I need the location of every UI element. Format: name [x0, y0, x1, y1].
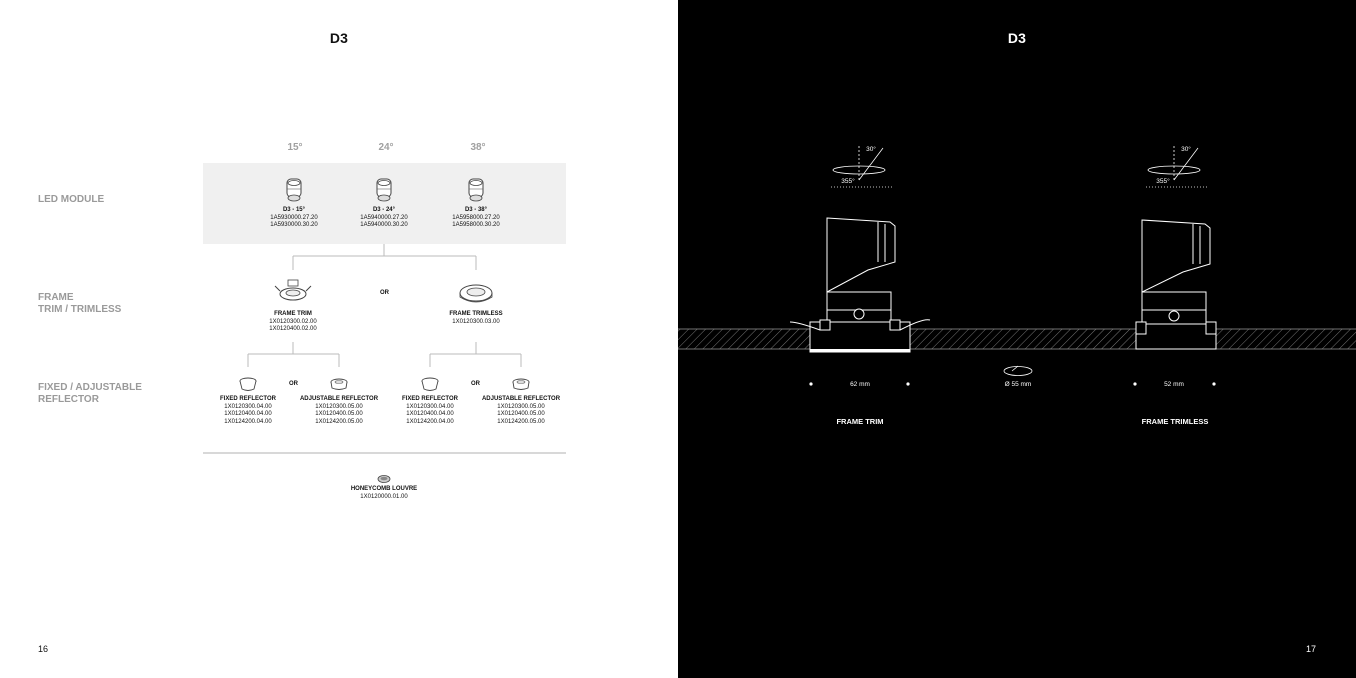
rotation-angle-label: 355° — [841, 178, 855, 185]
frame-trimless-caption: FRAME TRIMLESS — [1141, 417, 1209, 426]
reflector-name: ADJUSTABLE REFLECTOR — [481, 396, 561, 402]
led-module-code: 1A5930000.30.20 — [270, 222, 318, 228]
led-module-24: D3 - 24° 1A5940000.27.20 1A5940000.30.20 — [348, 177, 420, 230]
frame-trim-fixture — [789, 217, 931, 353]
frame-code: 1X0120300.02.00 — [269, 318, 317, 325]
led-module-code: 1A5958000.30.20 — [452, 222, 500, 228]
or-label: OR — [380, 290, 389, 296]
technical-drawing — [678, 144, 1356, 386]
cutout-icon — [1003, 365, 1033, 376]
reflector-fixed: FIXED REFLECTOR 1X0120300.04.00 1X012040… — [213, 376, 283, 426]
reflector-code: 1X0124200.05.00 — [497, 418, 545, 425]
trimless-width-label: 52 mm — [1164, 381, 1184, 388]
reflector-fixed-icon — [239, 377, 257, 391]
led-module-code: 1A5940000.30.20 — [360, 222, 408, 228]
page-title: D3 — [1007, 30, 1027, 46]
frame-trim-icon — [274, 279, 312, 301]
or-label: OR — [289, 381, 298, 387]
honeycomb-louvre-icon — [377, 475, 391, 483]
right-page: D3 — [678, 0, 1356, 678]
beam-angle-24: 24° — [378, 142, 394, 153]
louvre-code: 1X0120000.01.00 — [360, 493, 408, 500]
reflector-code: 1X0124200.05.00 — [315, 418, 363, 425]
led-module-name: D3 - 24° — [372, 207, 396, 213]
led-module-38: D3 - 38° 1A5958000.27.20 1A5958000.30.20 — [440, 177, 512, 230]
frame-name: FRAME TRIMLESS — [449, 311, 503, 317]
frame-trim: FRAME TRIM 1X0120300.02.00 1X0120400.02.… — [253, 277, 333, 334]
row-label-reflector: FIXED / ADJUSTABLE REFLECTOR — [38, 382, 142, 406]
reflector-code: 1X0120300.04.00 — [224, 403, 272, 410]
led-module-15: D3 - 15° 1A5930000.27.20 1A5930000.30.20 — [258, 177, 330, 230]
beam-angle-38: 38° — [470, 142, 486, 153]
row-label-reflector-line1: FIXED / ADJUSTABLE — [38, 382, 142, 393]
row-label-led-module: LED MODULE — [38, 194, 105, 205]
connector-lines — [247, 244, 522, 367]
reflector-adjustable-icon — [330, 378, 348, 390]
page-title: D3 — [329, 30, 349, 46]
frame-trimless: FRAME TRIMLESS 1X0120300.03.00 — [436, 277, 516, 326]
rotation-symbol — [1146, 144, 1208, 188]
led-module-name: D3 - 15° — [282, 207, 306, 213]
row-label-frame: FRAME TRIM / TRIMLESS — [38, 292, 121, 316]
reflector-name: FIXED REFLECTOR — [402, 396, 458, 402]
reflector-code: 1X0124200.04.00 — [406, 418, 454, 425]
frame-code: 1X0120400.02.00 — [269, 326, 317, 332]
section-divider — [203, 452, 566, 454]
led-module-icon — [468, 178, 484, 202]
led-module-icon — [376, 178, 392, 202]
cutout-diameter-label: Ø 55 mm — [1004, 381, 1032, 388]
reflector-adjustable: ADJUSTABLE REFLECTOR 1X0120300.05.00 1X0… — [478, 376, 564, 426]
led-module-name: D3 - 38° — [464, 207, 488, 213]
left-page: D3 LED MODULE FRAME TRIM / TRIMLESS FIXE… — [38, 30, 566, 654]
reflector-name: FIXED REFLECTOR — [220, 396, 276, 402]
reflector-fixed-icon — [421, 377, 439, 391]
rotation-angle-label: 355° — [1156, 178, 1170, 185]
row-label-frame-line2: TRIM / TRIMLESS — [38, 304, 122, 315]
reflector-adjustable: ADJUSTABLE REFLECTOR 1X0120300.05.00 1X0… — [296, 376, 382, 426]
led-module-code: 1A5930000.27.20 — [270, 214, 318, 221]
frame-code: 1X0120300.03.00 — [452, 318, 500, 325]
or-label: OR — [471, 381, 480, 387]
reflector-code: 1X0120400.05.00 — [497, 411, 545, 417]
trim-width-label: 62 mm — [850, 381, 870, 388]
page-number: 16 — [38, 644, 49, 654]
ceiling-section — [678, 329, 1356, 349]
reflector-code: 1X0120300.04.00 — [406, 403, 454, 410]
reflector-code: 1X0120300.05.00 — [497, 403, 545, 410]
reflector-code: 1X0120400.04.00 — [224, 411, 272, 417]
reflector-code: 1X0120400.04.00 — [406, 411, 454, 417]
frame-trimless-icon — [459, 284, 493, 303]
tilt-angle-label: 30° — [1181, 146, 1191, 153]
frame-name: FRAME TRIM — [274, 311, 312, 317]
reflector-code: 1X0120400.05.00 — [315, 411, 363, 417]
reflector-adjustable-icon — [512, 378, 530, 390]
reflector-fixed: FIXED REFLECTOR 1X0120300.04.00 1X012040… — [395, 376, 465, 426]
frame-trim-caption: FRAME TRIM — [836, 417, 884, 426]
led-module-icon — [286, 178, 302, 202]
led-module-panel — [203, 163, 566, 244]
page-number: 17 — [1305, 644, 1316, 654]
row-label-reflector-line2: REFLECTOR — [38, 394, 99, 405]
led-module-code: 1A5958000.27.20 — [452, 214, 500, 221]
reflector-code: 1X0124200.04.00 — [224, 418, 272, 425]
row-label-frame-line1: FRAME — [38, 292, 74, 303]
rotation-symbol — [831, 144, 893, 188]
led-module-code: 1A5940000.27.20 — [360, 214, 408, 221]
dimension-markers — [809, 382, 1216, 386]
tilt-angle-label: 30° — [866, 146, 876, 153]
frame-trimless-fixture — [1135, 219, 1217, 350]
reflector-code: 1X0120300.05.00 — [315, 403, 363, 410]
reflector-name: ADJUSTABLE REFLECTOR — [299, 396, 379, 402]
beam-angle-15: 15° — [287, 142, 303, 153]
louvre-name: HONEYCOMB LOUVRE — [350, 486, 418, 492]
honeycomb-louvre: HONEYCOMB LOUVRE 1X0120000.01.00 — [344, 474, 424, 501]
